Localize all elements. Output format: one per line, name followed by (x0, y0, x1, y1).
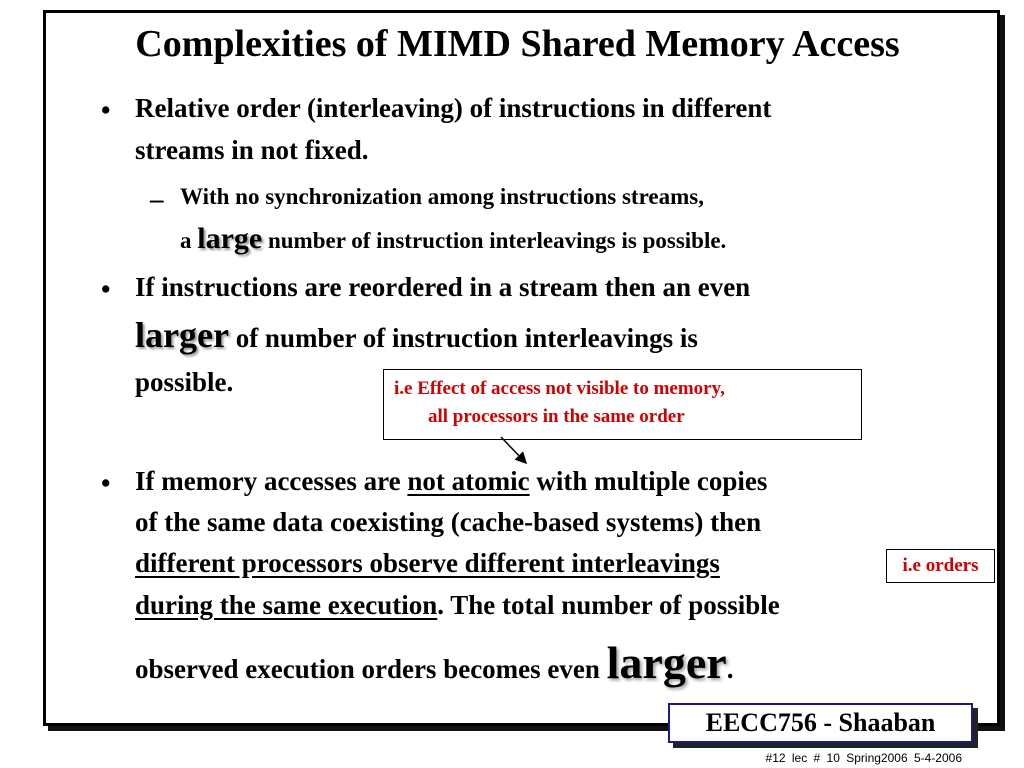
underlined-not-atomic: not atomic (407, 466, 530, 496)
bullet-2-line-2-post: of number of instruction interleavings i… (235, 323, 698, 353)
emphasis-large: large (197, 222, 263, 255)
bullet-3-line-1-post: with multiple copies (536, 466, 768, 496)
slide-meta: #12 lec # 10 Spring2006 5-4-2006 (765, 751, 962, 765)
emphasis-larger: larger (135, 315, 229, 355)
callout-effect: i.e Effect of access not visible to memo… (383, 369, 862, 440)
bullet-3-line-2: of the same data coexisting (cache-based… (135, 507, 762, 537)
sub-bullet-line-1: With no synchronization among instructio… (180, 184, 704, 209)
bullet-marker: • (101, 95, 111, 125)
callout-arrow-icon (500, 436, 528, 465)
bullet-marker: • (101, 274, 111, 304)
slide-title: Complexities of MIMD Shared Memory Acces… (135, 23, 900, 65)
bullet-2-line-1: If instructions are reordered in a strea… (135, 272, 751, 302)
bullet-1-line-1: Relative order (interleaving) of instruc… (135, 93, 772, 123)
bullet-1-line-2: streams in not fixed. (135, 135, 369, 165)
bullet-3-line-4-post: . The total number of possible (437, 590, 780, 620)
bullet-3-line-4: during the same execution. The total num… (135, 590, 780, 621)
callout-orders: i.e orders (886, 549, 995, 583)
callout-effect-line-2: all processors in the same order (428, 406, 685, 427)
course-footer-badge: EECC756 - Shaaban (668, 703, 973, 743)
bullet-3-line-5: observed execution orders becomes even l… (135, 636, 733, 689)
bullet-2-line-2: larger of number of instruction interlea… (135, 314, 698, 356)
slide-frame (43, 10, 1000, 726)
sub-bullet-line-2: a large number of instruction interleavi… (180, 222, 726, 256)
sub-bullet-line-2-post: number of instruction interleavings is p… (267, 228, 727, 253)
underlined-during-same-execution: during the same execution (135, 590, 438, 620)
bullet-marker: • (101, 468, 111, 498)
emphasis-larger-big: larger (606, 637, 727, 688)
sub-bullet-marker: – (150, 184, 164, 214)
bullet-3-line-5-post: . (726, 654, 734, 684)
bullet-3-line-1: If memory accesses are not atomic with m… (135, 466, 767, 497)
bullet-3-line-3: different processors observe different i… (135, 548, 720, 578)
bullet-2-line-3: possible. (135, 367, 234, 397)
callout-effect-line-1: i.e Effect of access not visible to memo… (394, 378, 725, 399)
bullet-3-line-5-pre: observed execution orders becomes even (135, 654, 600, 684)
sub-bullet-line-2-pre: a (180, 228, 192, 253)
bullet-3-line-1-pre: If memory accesses are (135, 466, 401, 496)
